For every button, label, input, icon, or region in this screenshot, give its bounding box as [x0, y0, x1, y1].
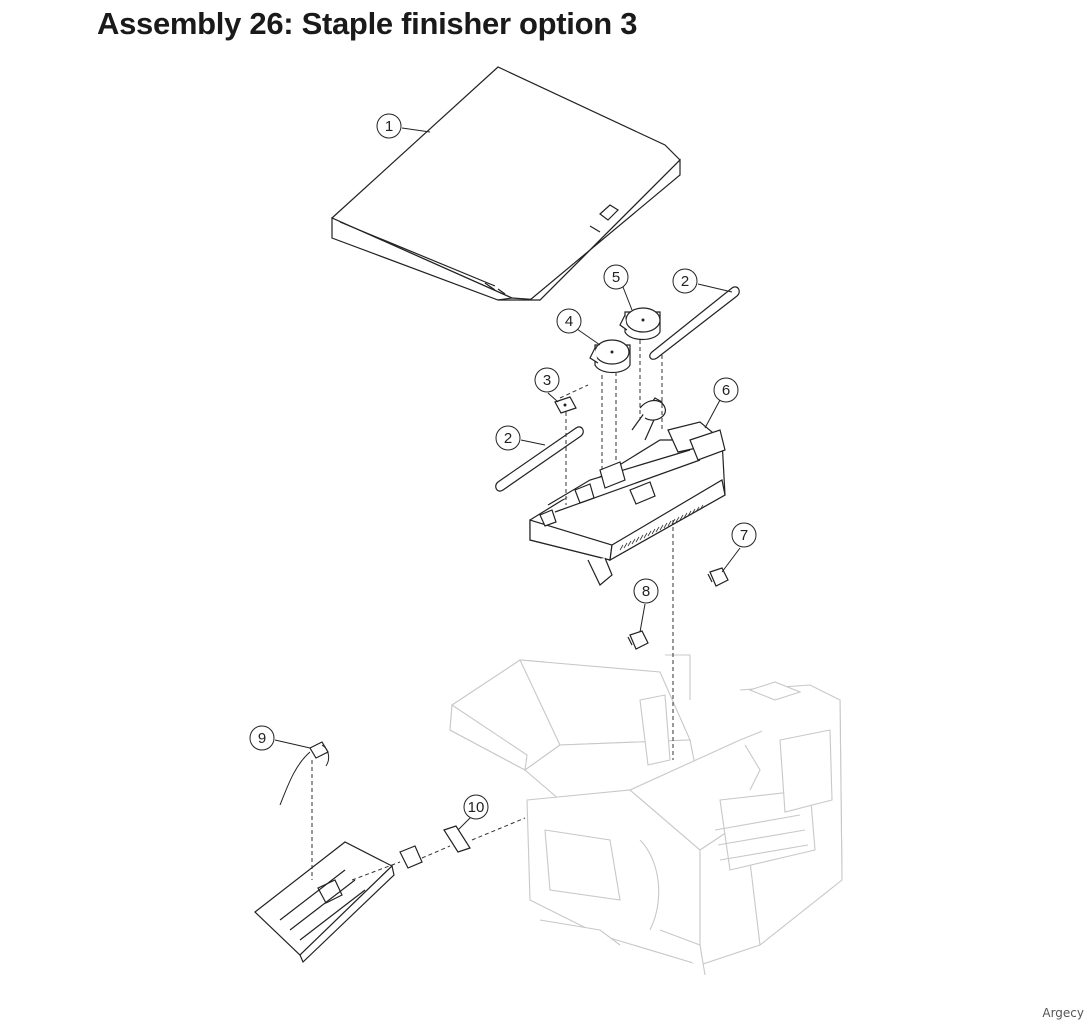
- callout-8: 8: [633, 578, 659, 604]
- part-2-belt-lower[interactable]: [495, 426, 584, 492]
- callout-6-label: 6: [722, 382, 730, 399]
- callout-7: 7: [731, 522, 757, 548]
- callout-8-label: 8: [642, 583, 650, 600]
- part-4-motor[interactable]: [589, 339, 631, 374]
- callout-6: 6: [713, 377, 739, 403]
- part-8-sensor[interactable]: [627, 630, 649, 650]
- callout-5: 5: [603, 264, 629, 290]
- assembly-guide-lines: [311, 340, 674, 881]
- lower-tray: [254, 841, 423, 964]
- callout-9-label: 9: [258, 730, 266, 747]
- part-2-belt-upper[interactable]: [649, 286, 740, 360]
- callout-2-upper: 2: [672, 268, 698, 294]
- part-3-bracket[interactable]: [554, 396, 577, 414]
- callout-3-label: 3: [543, 372, 551, 389]
- part-6-stapler-assembly[interactable]: [529, 397, 726, 586]
- part-5-motor[interactable]: [619, 307, 661, 341]
- callout-1-label: 1: [385, 118, 393, 135]
- callout-3: 3: [534, 367, 560, 393]
- part-7-sensor[interactable]: [707, 567, 729, 587]
- part-1-top-cover[interactable]: [330, 66, 681, 301]
- callout-10: 10: [463, 794, 489, 820]
- page-title: Assembly 26: Staple finisher option 3: [97, 6, 638, 41]
- callout-2-lower-label: 2: [504, 430, 512, 447]
- callout-10-label: 10: [468, 799, 485, 816]
- part-10-bracket[interactable]: [443, 825, 471, 853]
- callout-7-label: 7: [740, 527, 748, 544]
- callout-2-upper-label: 2: [681, 273, 689, 290]
- callout-5-label: 5: [612, 269, 620, 286]
- part-9-sensor-cable[interactable]: [279, 741, 330, 806]
- callout-4-label: 4: [565, 313, 573, 330]
- callout-leaders: [274, 127, 741, 831]
- callout-9: 9: [249, 725, 275, 751]
- callout-2-lower: 2: [495, 425, 521, 451]
- callout-4: 4: [556, 308, 582, 334]
- watermark: Argecy: [1042, 1006, 1084, 1020]
- finisher-base-ghost: [449, 654, 843, 976]
- callout-1: 1: [376, 113, 402, 139]
